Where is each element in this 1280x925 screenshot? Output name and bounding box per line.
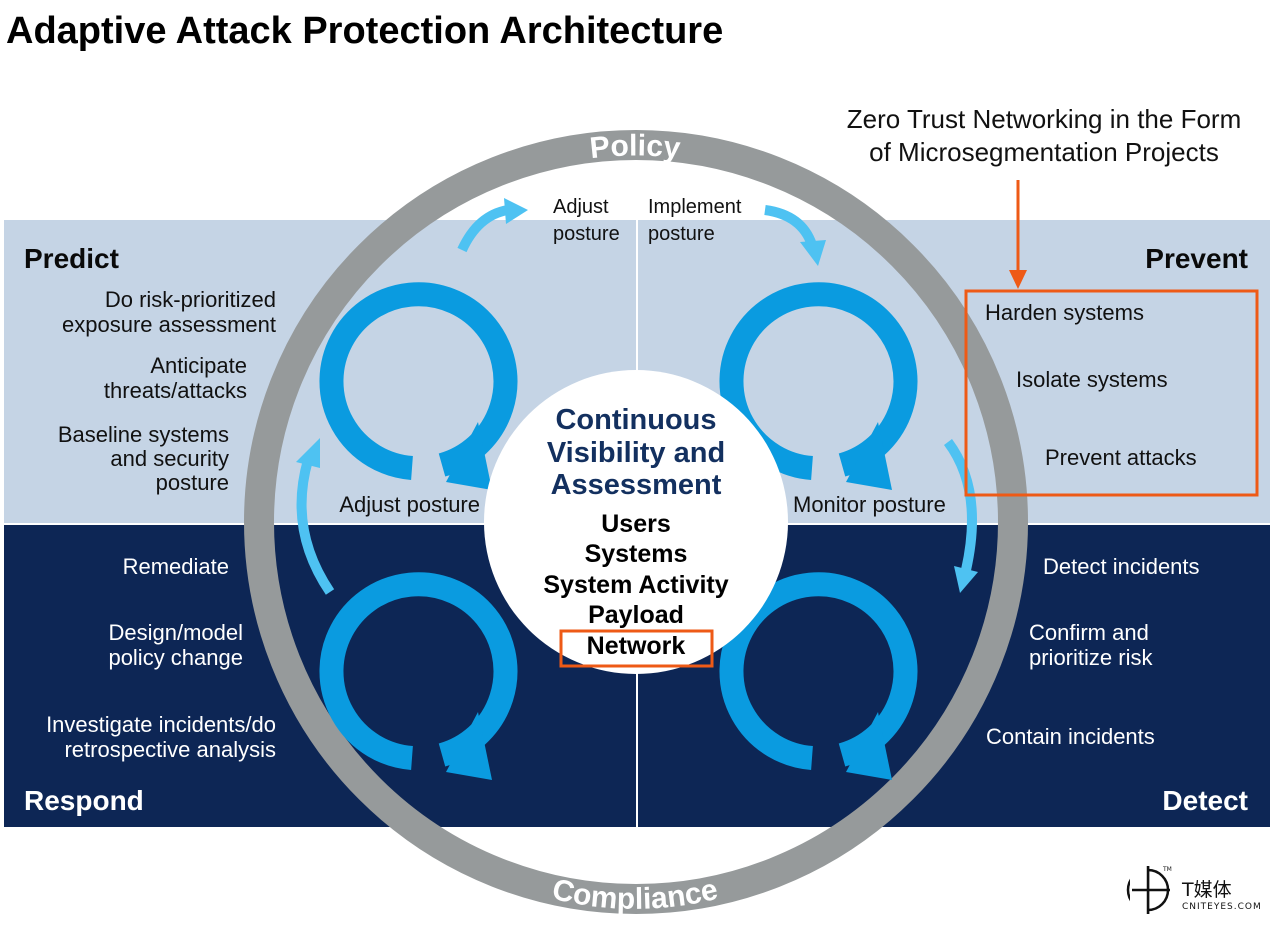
cycle-arrow-detect bbox=[719, 572, 918, 780]
predict-item-3-line-2: and security bbox=[110, 446, 229, 471]
detect-item-3: Contain incidents bbox=[986, 724, 1155, 749]
flow-label-monitor-posture: Monitor posture bbox=[793, 492, 946, 517]
detect-item-2-line-1: Confirm and bbox=[1029, 620, 1149, 645]
flow-label-adjust-posture: Adjust posture bbox=[339, 492, 480, 517]
network-highlight-box bbox=[559, 629, 714, 668]
center-heading-line-1: Continuous bbox=[555, 404, 716, 436]
flow-label-implement-posture-2: posture bbox=[648, 223, 715, 245]
flow-label-adjust-posture-top-2: posture bbox=[553, 223, 620, 245]
respond-item-3-line-2: retrospective analysis bbox=[64, 737, 276, 762]
cycle-arrow-respond bbox=[319, 572, 518, 780]
logo-cn-text: T媒体 bbox=[1181, 879, 1232, 901]
predict-item-3-line-3: posture bbox=[156, 470, 229, 495]
predict-item-2-line-1: Anticipate bbox=[150, 353, 247, 378]
prevent-highlight-box bbox=[964, 289, 1259, 497]
detect-item-2-line-2: prioritize risk bbox=[1029, 645, 1153, 670]
logo-en-text: CNITEYES.COM bbox=[1182, 902, 1262, 912]
transition-arrow-respond-to-predict bbox=[296, 438, 335, 595]
policy-compliance-ring bbox=[244, 130, 1028, 914]
ring-label-compliance: Compliance bbox=[549, 873, 721, 916]
center-domain-payload: Payload bbox=[588, 601, 684, 629]
detect-item-1: Detect incidents bbox=[1043, 554, 1200, 579]
transition-arrow-prevent-to-detect bbox=[943, 439, 978, 593]
predict-item-2-line-2: threats/attacks bbox=[104, 378, 247, 403]
cniteyes-logo: T媒体 CNITEYES.COM TM bbox=[1126, 866, 1262, 914]
flow-label-implement-posture-1: Implement bbox=[648, 196, 742, 218]
detect-title: Detect bbox=[1162, 785, 1248, 816]
center-heading-line-2: Visibility and bbox=[547, 437, 725, 469]
transition-arrow-prevent-to-detect-top bbox=[764, 205, 826, 266]
predict-item-1-line-2: exposure assessment bbox=[62, 312, 276, 337]
prevent-item-harden: Harden systems bbox=[985, 300, 1144, 325]
callout-arrow bbox=[1009, 180, 1027, 289]
respond-title: Respond bbox=[24, 785, 144, 816]
prevent-item-isolate: Isolate systems bbox=[1016, 367, 1168, 392]
page-title: Adaptive Attack Protection Architecture bbox=[6, 10, 723, 52]
transition-arrow-predict-to-prevent bbox=[457, 198, 528, 253]
cycle-arrow-predict bbox=[319, 282, 518, 490]
ring-label-policy: Policy bbox=[588, 129, 682, 165]
center-domain-systems: Systems bbox=[585, 540, 688, 568]
respond-item-1: Remediate bbox=[123, 554, 229, 579]
flow-label-adjust-posture-top-1: Adjust bbox=[553, 196, 609, 218]
predict-item-3-line-1: Baseline systems bbox=[58, 422, 229, 447]
prevent-item-prevent-attacks: Prevent attacks bbox=[1045, 445, 1197, 470]
prevent-title: Prevent bbox=[1145, 243, 1248, 274]
center-domain-system-activity: System Activity bbox=[543, 571, 728, 599]
callout-line-1: Zero Trust Networking in the Form bbox=[847, 104, 1241, 134]
center-heading-line-3: Assessment bbox=[551, 469, 722, 501]
predict-item-1-line-1: Do risk-prioritized bbox=[105, 287, 276, 312]
respond-item-2-line-2: policy change bbox=[108, 645, 243, 670]
callout-line-2: of Microsegmentation Projects bbox=[869, 137, 1219, 167]
center-domain-users: Users bbox=[601, 510, 671, 538]
respond-item-3-line-1: Investigate incidents/do bbox=[46, 712, 276, 737]
predict-title: Predict bbox=[24, 243, 119, 274]
center-circle bbox=[484, 370, 788, 674]
respond-item-2-line-1: Design/model bbox=[108, 620, 243, 645]
center-domain-network: Network bbox=[587, 632, 686, 660]
logo-tm-text: TM bbox=[1162, 866, 1172, 873]
